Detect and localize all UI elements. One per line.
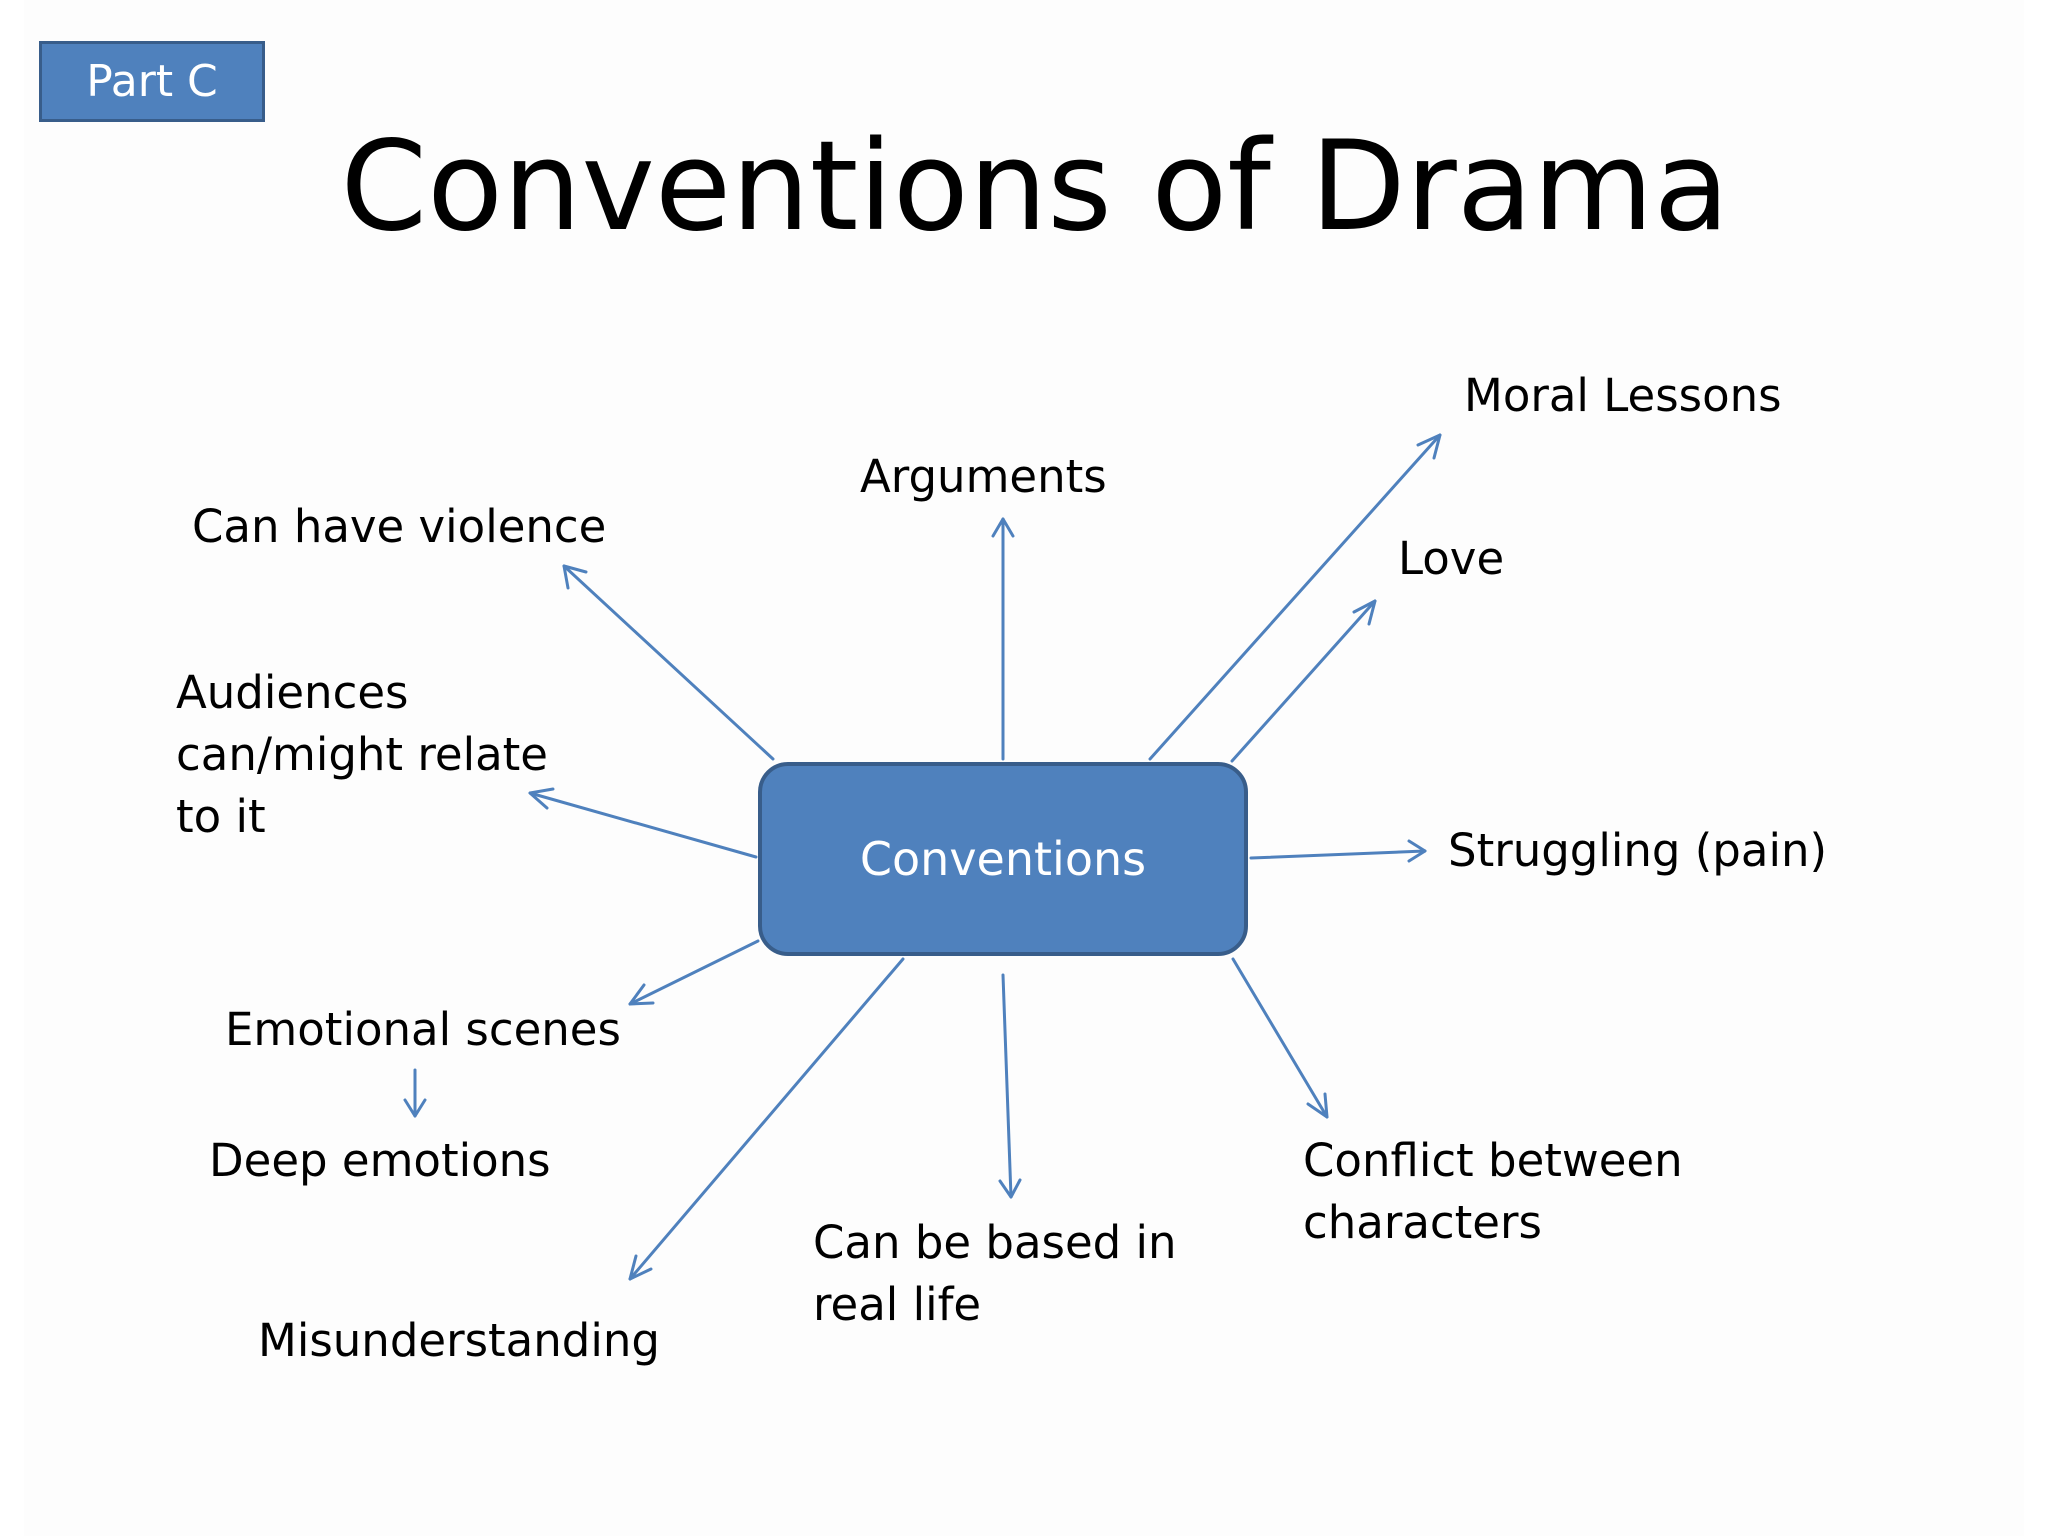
slide-title: Conventions of Drama <box>340 115 1730 259</box>
node-struggling: Struggling (pain) <box>1448 820 1827 882</box>
arrow-misunderstanding <box>628 957 905 1281</box>
node-deep-emotions: Deep emotions <box>209 1130 551 1192</box>
arrow-moral-lessons <box>1148 433 1442 761</box>
node-conflict-line-1: Conflict between <box>1303 1134 1683 1187</box>
node-arguments: Arguments <box>860 446 1107 508</box>
node-moral-lessons-line-1: Moral Lessons <box>1464 369 1782 422</box>
part-badge-label: Part C <box>86 56 218 107</box>
node-love: Love <box>1398 528 1504 590</box>
node-real-life: Can be based in real life <box>813 1212 1177 1336</box>
node-emotional-scenes: Emotional scenes <box>225 999 621 1061</box>
node-struggling-line-1: Struggling (pain) <box>1448 824 1828 877</box>
node-deep-emotions-line-1: Deep emotions <box>209 1134 551 1187</box>
node-love-line-1: Love <box>1398 532 1505 585</box>
node-misunderstanding-line-1: Misunderstanding <box>258 1314 660 1367</box>
arrow-conflict <box>1231 957 1329 1119</box>
arrow-arguments <box>991 517 1015 761</box>
node-real-life-line-1: Can be based in <box>813 1216 1177 1269</box>
node-audiences-line-3: to it <box>176 790 266 843</box>
node-arguments-line-1: Arguments <box>860 450 1107 503</box>
node-real-life-line-2: real life <box>813 1278 982 1331</box>
node-audiences-line-2: can/might relate <box>176 728 548 781</box>
part-badge: Part C <box>39 41 265 122</box>
node-audiences: Audiences can/might relate to it <box>176 662 548 848</box>
arrow-violence <box>562 564 775 761</box>
center-node: Conventions <box>758 762 1248 956</box>
arrow-real-life <box>998 973 1022 1199</box>
node-audiences-line-1: Audiences <box>176 666 409 719</box>
node-moral-lessons: Moral Lessons <box>1464 365 1782 427</box>
arrow-audiences <box>528 787 758 859</box>
center-node-label: Conventions <box>859 832 1147 886</box>
arrow-deep-emotions <box>403 1068 427 1118</box>
node-conflict: Conflict between characters <box>1303 1130 1683 1254</box>
node-violence: Can have violence <box>192 496 606 558</box>
node-misunderstanding: Misunderstanding <box>258 1310 660 1372</box>
node-violence-line-1: Can have violence <box>192 500 607 553</box>
arrow-love <box>1230 599 1377 763</box>
arrow-struggling <box>1249 839 1427 863</box>
arrow-emotional-scenes <box>628 939 760 1006</box>
node-emotional-scenes-line-1: Emotional scenes <box>225 1003 621 1056</box>
node-conflict-line-2: characters <box>1303 1196 1542 1249</box>
